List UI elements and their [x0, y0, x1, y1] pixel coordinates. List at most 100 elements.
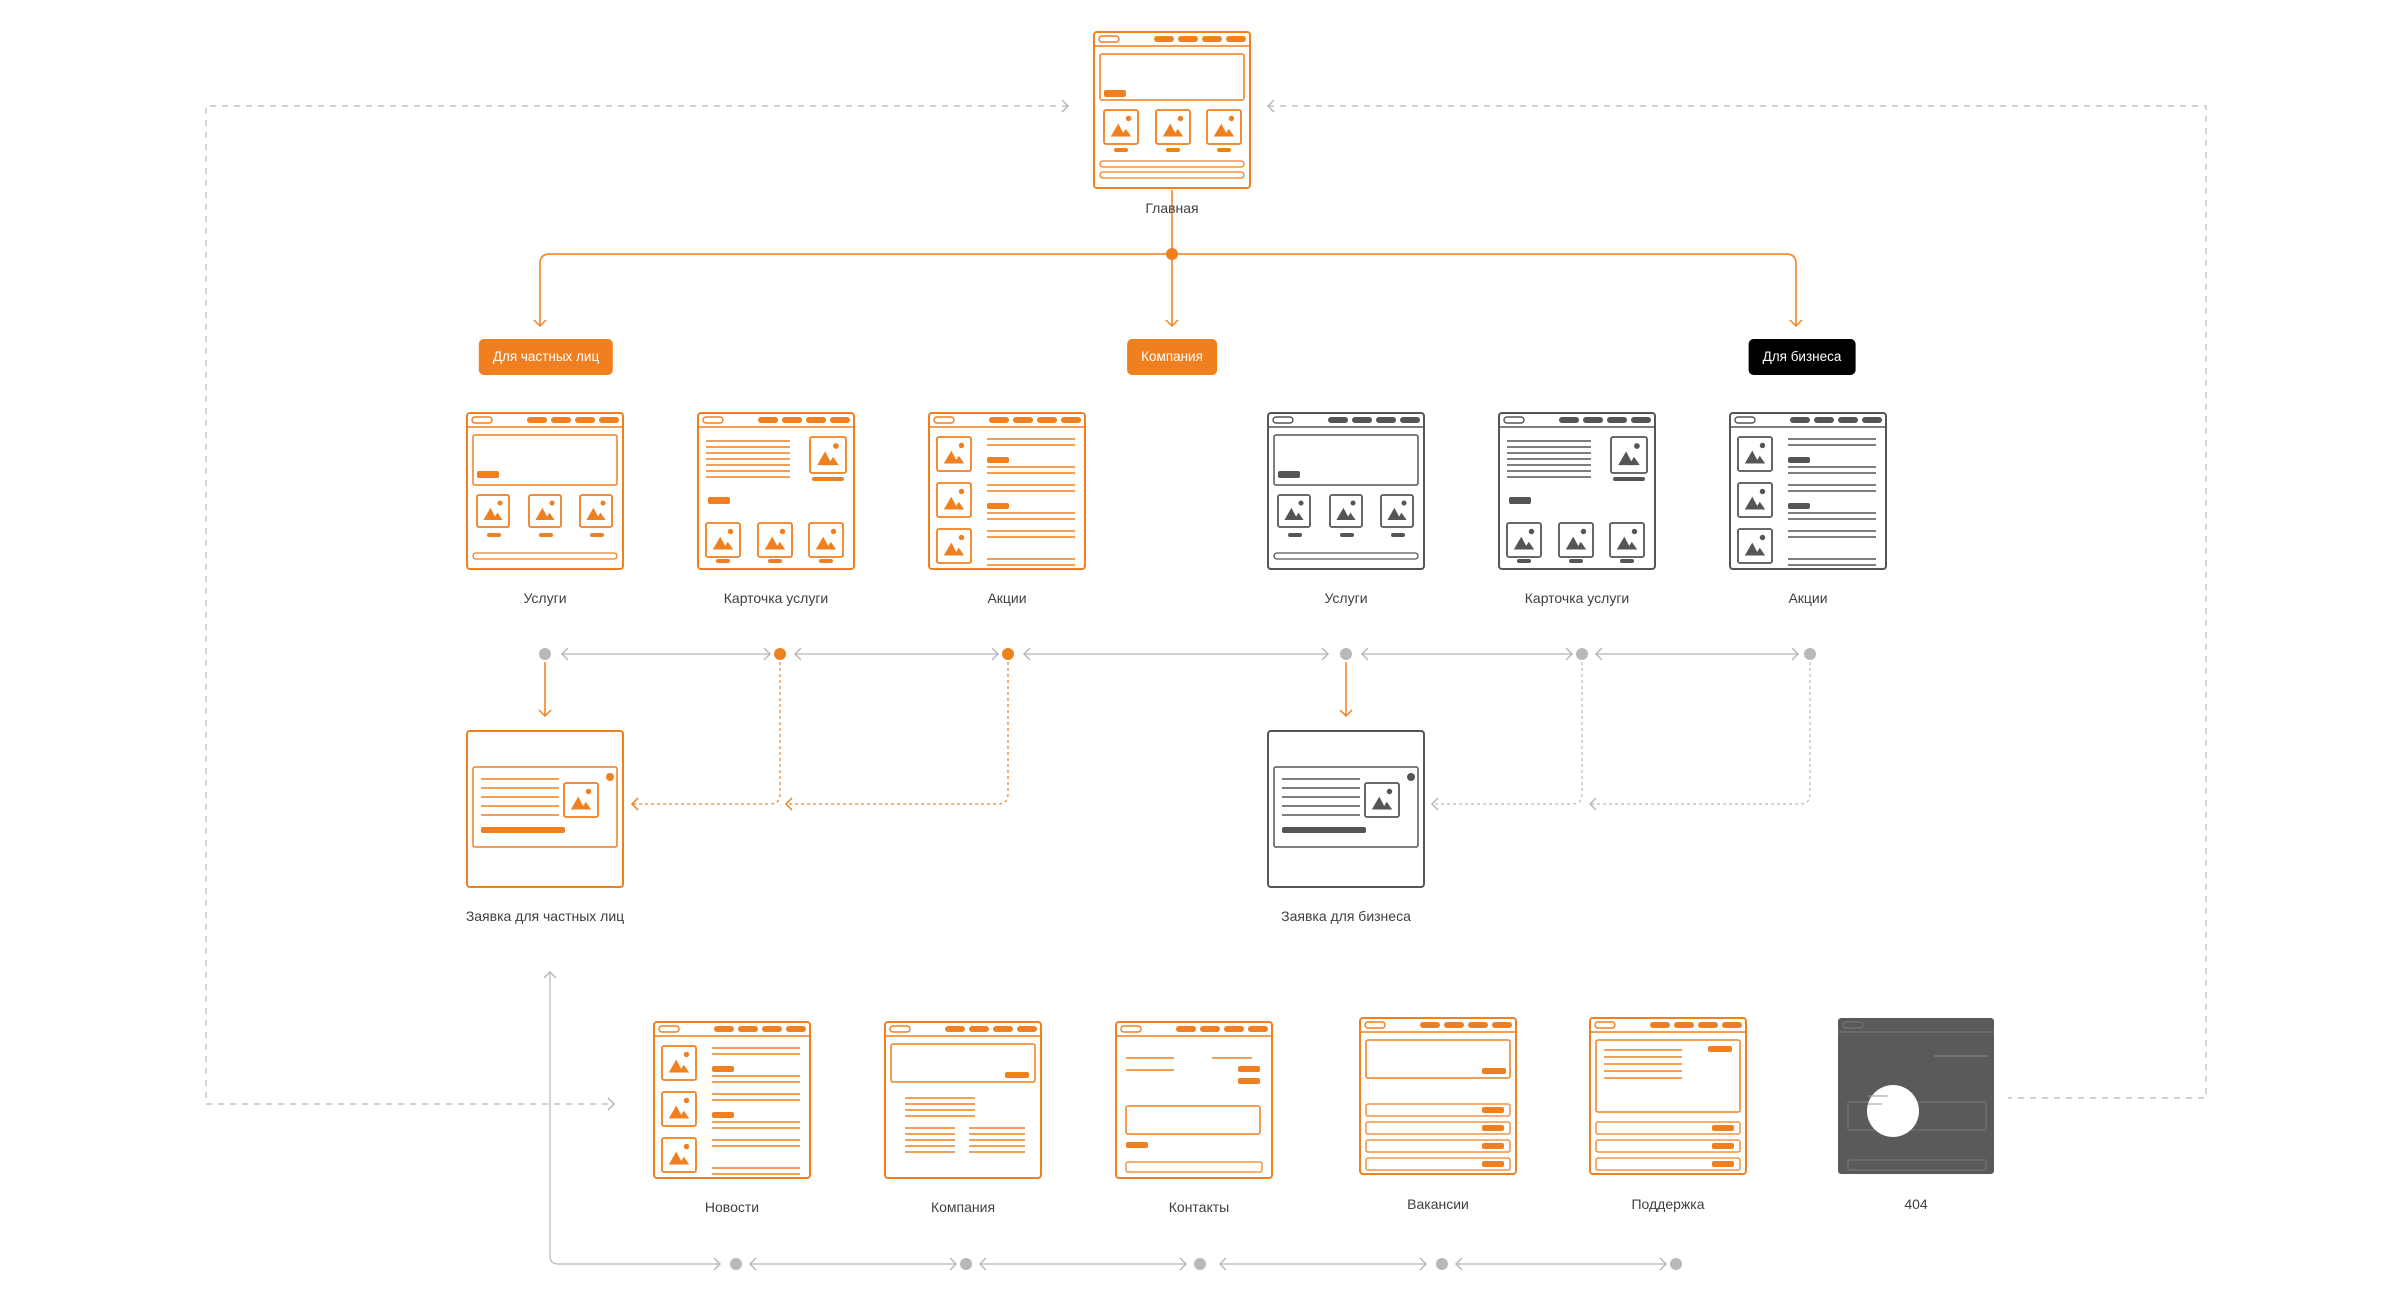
- vacancy-button: [1482, 1161, 1504, 1167]
- tag: [712, 1112, 734, 1118]
- wireframe-private-services: [466, 412, 624, 570]
- image-icon-mountain: [775, 541, 786, 550]
- card-caption: [1620, 559, 1634, 563]
- image-icon: [1558, 522, 1594, 558]
- image-icon: [1610, 436, 1648, 474]
- frame-nav-item: [806, 417, 826, 423]
- return-line: [549, 972, 720, 1265]
- image-icon: [528, 494, 562, 528]
- wireframe-home: [1093, 31, 1251, 189]
- frame-nav-item: [1559, 417, 1579, 423]
- image-icon-mountain: [1744, 496, 1760, 510]
- wireframe-private-promos: [928, 412, 1086, 570]
- frame-nav-item: [969, 1026, 989, 1032]
- node-dot: [1804, 648, 1816, 660]
- image-icon-mountain: [679, 1156, 690, 1165]
- node-label-private-service-card: Карточка услуги: [723, 590, 829, 606]
- form-submit: [1282, 827, 1366, 833]
- footer-bar: [1273, 552, 1419, 560]
- image-icon-mountain: [1755, 501, 1766, 510]
- arrowhead: [607, 1097, 616, 1111]
- frame-nav-item: [1583, 417, 1603, 423]
- vacancy-row: [1365, 1157, 1511, 1171]
- arrowhead: [748, 1257, 757, 1271]
- image-icon-sun: [1401, 500, 1407, 506]
- image-icon-mountain: [943, 450, 959, 464]
- image-icon-mountain: [1744, 450, 1760, 464]
- frame-border: [1267, 730, 1425, 888]
- wireframe-business-request: [1267, 730, 1425, 888]
- image-icon-mountain: [712, 536, 728, 550]
- image-icon-sun: [683, 1143, 690, 1150]
- cta-button: [708, 497, 730, 504]
- node-label-business-service-card: Карточка услуги: [1524, 590, 1630, 606]
- close-icon: [1407, 773, 1415, 781]
- frame-logo: [702, 416, 724, 424]
- arrowhead: [1360, 647, 1369, 661]
- image-icon-sun: [779, 528, 786, 535]
- frame-logo: [471, 416, 493, 424]
- frame-nav-item: [1176, 1026, 1196, 1032]
- image-icon-sun: [600, 500, 606, 506]
- arrowhead: [784, 797, 793, 811]
- hero-button: [1278, 471, 1300, 478]
- node-label-support: Поддержка: [1631, 1196, 1705, 1212]
- frame-nav-item: [1200, 1026, 1220, 1032]
- frame-border: [1589, 1017, 1747, 1175]
- arrowhead: [1339, 709, 1353, 718]
- image-icon-sun: [585, 788, 592, 795]
- frame-logo: [1272, 416, 1294, 424]
- card-caption: [1217, 148, 1231, 152]
- frame-nav-item: [993, 1026, 1013, 1032]
- image-icon-mountain: [1524, 541, 1535, 550]
- frame-nav-item: [1468, 1022, 1488, 1028]
- frame-nav-item: [1328, 417, 1348, 423]
- node-label-private-services: Услуги: [523, 590, 567, 606]
- frame-logo: [1503, 416, 1525, 424]
- image-icon: [1103, 109, 1139, 145]
- faq-button: [1712, 1161, 1734, 1167]
- tag: [1788, 457, 1810, 463]
- wireframe-404: [1838, 1018, 1994, 1174]
- image-icon: [563, 782, 599, 818]
- image-icon: [1329, 494, 1363, 528]
- frame-nav-item: [1013, 417, 1033, 423]
- frame-nav-item: [1178, 36, 1198, 42]
- card-caption: [716, 559, 730, 563]
- image-icon: [936, 482, 972, 518]
- image-icon: [1737, 528, 1773, 564]
- node-label-home: Главная: [1145, 200, 1199, 216]
- tag: [712, 1066, 734, 1072]
- arrowhead: [1454, 1257, 1463, 1271]
- card-caption: [1569, 559, 1583, 563]
- image-icon: [1380, 494, 1414, 528]
- cta-button: [1509, 497, 1531, 504]
- image-icon-mountain: [817, 451, 833, 466]
- frame-nav-item: [1248, 1026, 1268, 1032]
- frame-nav-item: [1224, 1026, 1244, 1032]
- frame-nav-item: [1674, 1022, 1694, 1028]
- image-icon-mountain: [1213, 123, 1229, 137]
- contact-tag: [1238, 1066, 1260, 1072]
- arrowhead: [543, 970, 557, 979]
- image-icon-mountain: [1397, 512, 1407, 520]
- arrowhead: [763, 647, 772, 661]
- image-icon-mountain: [1173, 128, 1184, 137]
- vacancy-row: [1365, 1103, 1511, 1117]
- frame-nav-item: [1607, 417, 1627, 423]
- image-icon-mountain: [679, 1064, 690, 1073]
- frame-nav-item: [989, 417, 1009, 423]
- arrowhead: [1419, 1257, 1428, 1271]
- image-icon: [1609, 522, 1645, 558]
- card-caption: [1340, 533, 1354, 537]
- image-icon-mountain: [1162, 123, 1178, 137]
- image-icon-mountain: [764, 536, 780, 550]
- dotted-feed: [786, 662, 1009, 805]
- frame-logo: [1364, 1021, 1386, 1029]
- frame-nav-item: [551, 417, 571, 423]
- frame-nav-item: [1420, 1022, 1440, 1028]
- image-icon-mountain: [1744, 542, 1760, 556]
- dotted-feed: [1590, 662, 1811, 805]
- node-label-404: 404: [1904, 1196, 1928, 1212]
- frame-logo: [1594, 1021, 1616, 1029]
